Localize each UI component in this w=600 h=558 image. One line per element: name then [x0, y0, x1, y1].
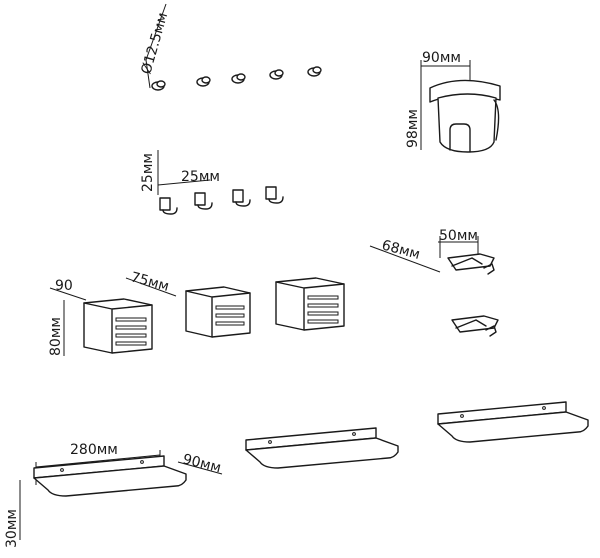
basket	[185, 286, 251, 338]
knob	[196, 76, 211, 87]
knob-diameter-label: Ø12.5мм	[138, 11, 171, 76]
basket	[275, 277, 345, 331]
basket-depth-label: 75мм	[129, 269, 171, 295]
brush-holder-group: 68мм 50мм	[369, 228, 499, 337]
cup-width-label: 90мм	[422, 50, 461, 66]
hook	[194, 192, 213, 210]
shelf-height-label: 30мм	[4, 509, 20, 548]
brush-holder	[447, 253, 495, 275]
shelf-length-label: 280мм	[70, 442, 118, 458]
shelf-group: 280мм 90мм 30мм	[4, 401, 589, 548]
shelf-depth-label: 90мм	[181, 451, 223, 476]
hook-height-label: 25мм	[140, 153, 156, 192]
holder-width-label: 50мм	[439, 228, 478, 244]
knob-group: Ø12.5мм	[138, 3, 322, 91]
hook-group: 25мм 25мм	[140, 150, 284, 215]
basket	[83, 298, 153, 354]
shelf	[245, 427, 399, 469]
hook	[265, 186, 284, 204]
basket-group: 90 75мм 80мм	[48, 269, 345, 356]
knob	[231, 73, 246, 84]
brush-holder	[451, 315, 499, 337]
cup-height-label: 98мм	[405, 109, 421, 148]
basket-width-label: 90	[55, 278, 73, 294]
shelf	[33, 455, 187, 497]
knob	[307, 66, 322, 77]
knob	[151, 80, 166, 91]
shelf	[437, 401, 589, 443]
holder-depth-label: 68мм	[380, 237, 422, 263]
hook-width-label: 25мм	[181, 169, 220, 185]
basket-height-label: 80мм	[48, 317, 64, 356]
hook	[159, 197, 178, 215]
hook	[232, 189, 251, 207]
cup-holder: 90мм 98мм	[405, 50, 501, 153]
knob	[269, 69, 284, 80]
